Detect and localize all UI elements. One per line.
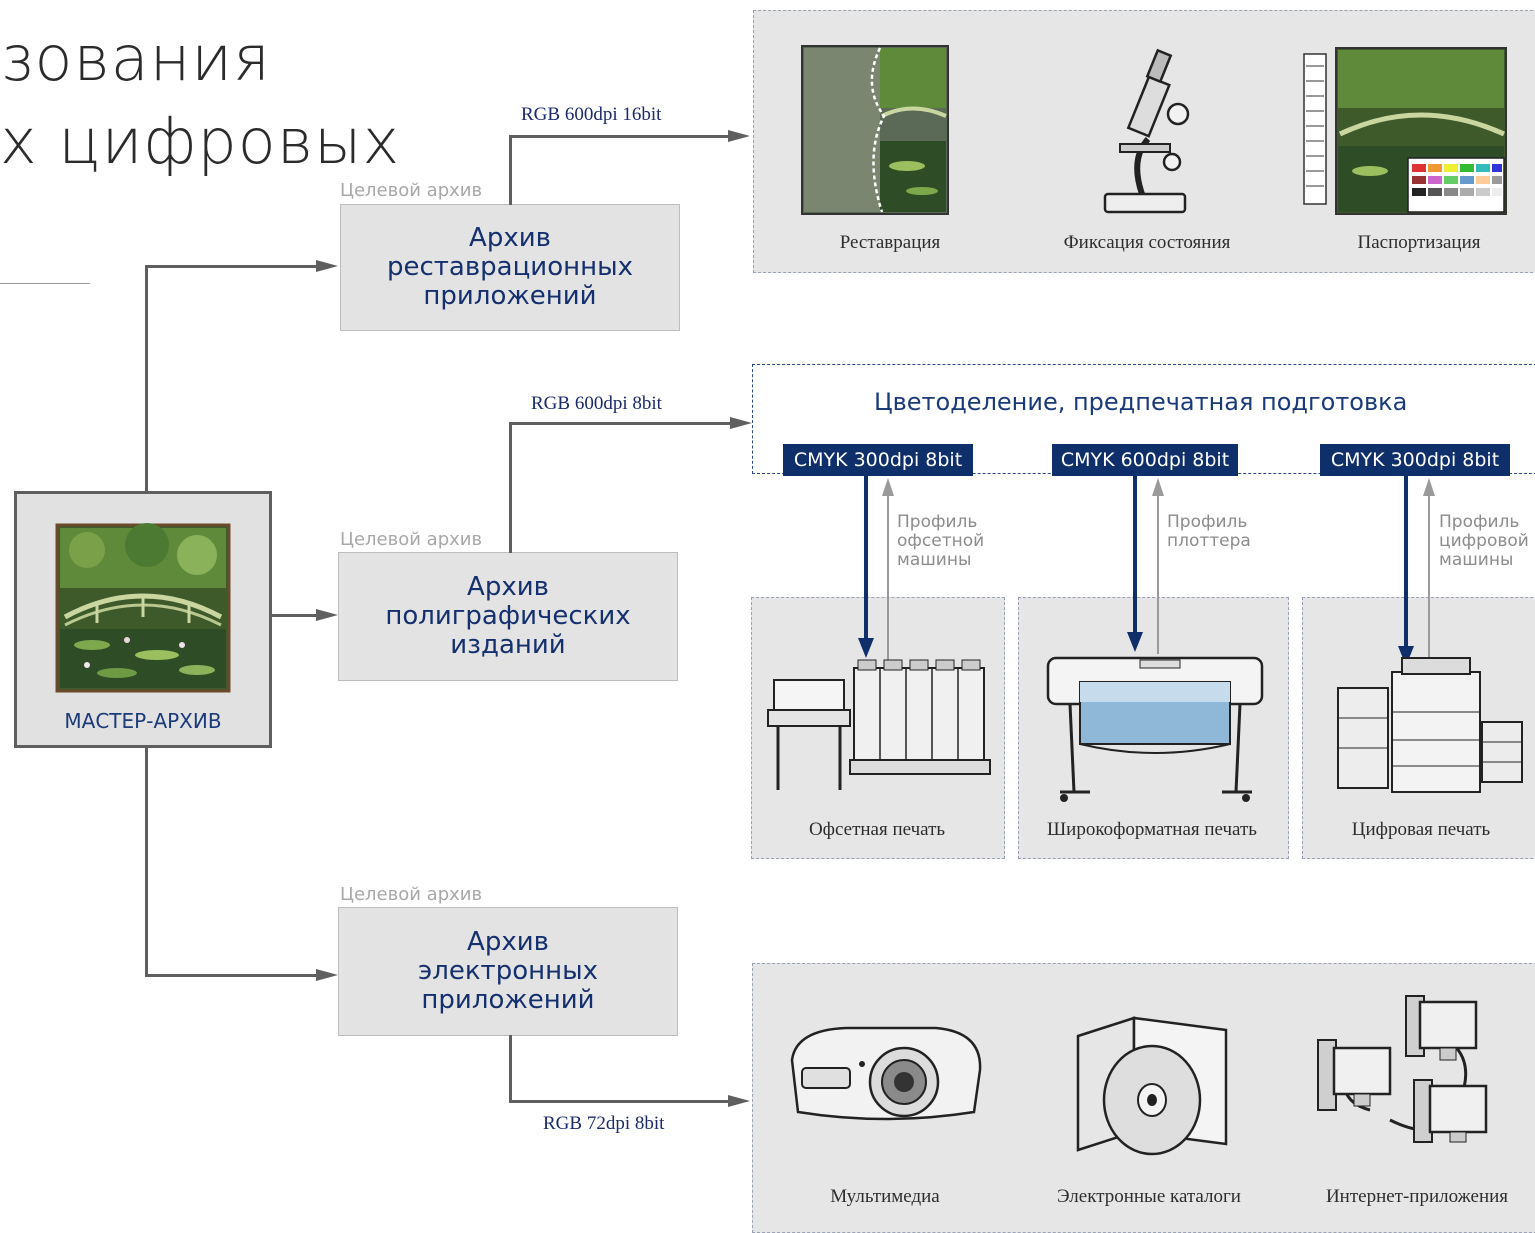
internet-apps-label: Интернет-приложения: [1325, 1186, 1509, 1207]
target-archive-caption: Целевой архив: [340, 884, 483, 905]
master-archive: МАСТЕР-АРХИВ: [14, 491, 272, 748]
connector-restoration-up: [509, 135, 512, 205]
connector-print-up: [509, 422, 512, 553]
restoration-archive-box: Архив реставрационных приложений: [340, 204, 680, 331]
restoration-archive-title: Архив реставрационных приложений: [386, 223, 634, 311]
connector-electronic-down: [509, 1035, 512, 1102]
arrow-digital-down: [1404, 476, 1408, 648]
prepress-title: Цветоделение, предпечатная подготовка: [874, 388, 1408, 416]
connector-to-restoration-panel: [509, 135, 729, 138]
microscope-icon: [1103, 48, 1190, 214]
title-underline: [0, 283, 90, 284]
electronic-archive-title: Архив электронных приложений: [417, 927, 599, 1015]
arrowhead-offset-down: [858, 638, 874, 658]
arrowhead-plotter-up: [1152, 478, 1164, 496]
arrowhead-digital-up: [1423, 478, 1435, 496]
spec-print: RGB 600dpi 8bit: [531, 393, 662, 414]
master-archive-label: МАСТЕР-АРХИВ: [64, 709, 222, 733]
e-catalogs-label: Электронные каталоги: [1057, 1186, 1241, 1207]
connector-to-print-panel: [509, 422, 731, 425]
print-archive-title: Архив полиграфических изданий: [385, 572, 631, 660]
wide-format-print-label: Широкоформатная печать: [1047, 819, 1257, 840]
target-archive-caption: Целевой архив: [340, 180, 483, 201]
profile-offset-label: Профиль офсетной машины: [897, 512, 985, 570]
painting-color-chart-icon: [1303, 47, 1507, 215]
projector-icon: [790, 1026, 982, 1121]
network-computers-icon: [1317, 995, 1488, 1143]
electronic-archive-box: Архив электронных приложений: [338, 907, 678, 1036]
digital-print-label: Цифровая печать: [1351, 819, 1491, 840]
monet-painting-thumbnail: [55, 523, 231, 693]
cd-case-icon: [1076, 1016, 1228, 1156]
profile-plotter-label: Профиль плоттера: [1167, 512, 1251, 551]
arrow-to-restoration-panel: [728, 130, 750, 142]
arrow-to-electronic-archive: [316, 969, 338, 981]
restoration-label: Реставрация: [839, 232, 941, 253]
digital-press-icon: [1337, 657, 1523, 793]
arrow-offset-profile-up: [887, 494, 889, 664]
arrow-plotter-profile-up: [1157, 494, 1159, 654]
arrow-to-print-panel: [730, 417, 752, 429]
painting-restoration-icon: [801, 45, 949, 215]
connector-to-electronic-archive: [145, 974, 320, 977]
print-archive-box: Архив полиграфических изданий: [338, 552, 678, 681]
arrow-plotter-down: [1133, 476, 1137, 632]
arrow-digital-profile-up: [1428, 494, 1430, 669]
arrowhead-offset-up: [882, 478, 894, 496]
arrow-to-print-archive: [316, 609, 338, 621]
spec-electronic: RGB 72dpi 8bit: [543, 1113, 665, 1134]
multimedia-label: Мультимедиа: [830, 1186, 940, 1207]
connector-to-restoration-archive: [145, 265, 320, 268]
offset-print-label: Офсетная печать: [808, 819, 946, 840]
wide-format-plotter-icon: [1046, 656, 1264, 802]
connector-master-down: [145, 748, 148, 976]
condition-fixation-label: Фиксация состояния: [1063, 232, 1231, 253]
spec-restoration: RGB 600dpi 16bit: [521, 104, 662, 125]
cmyk-digital-badge: CMYK 300dpi 8bit: [1320, 444, 1510, 476]
connector-master-up: [145, 265, 148, 492]
passport-label: Паспортизация: [1357, 232, 1481, 253]
cmyk-offset-badge: CMYK 300dpi 8bit: [783, 444, 973, 476]
connector-to-print-archive: [271, 614, 319, 617]
offset-press-icon: [767, 659, 991, 790]
profile-digital-label: Профиль цифровой машины: [1439, 512, 1529, 570]
arrow-offset-down: [864, 476, 868, 638]
arrow-to-restoration-archive: [316, 260, 338, 272]
connector-to-electronic-panel: [509, 1100, 729, 1103]
arrow-to-electronic-panel: [728, 1095, 750, 1107]
arrowhead-digital-down: [1398, 646, 1414, 666]
arrowhead-plotter-down: [1127, 632, 1143, 652]
cmyk-plotter-badge: CMYK 600dpi 8bit: [1052, 444, 1238, 476]
target-archive-caption: Целевой архив: [340, 529, 483, 550]
page-title-line-2: х цифровых: [0, 105, 401, 178]
page-title-line-1: зования: [0, 22, 271, 95]
